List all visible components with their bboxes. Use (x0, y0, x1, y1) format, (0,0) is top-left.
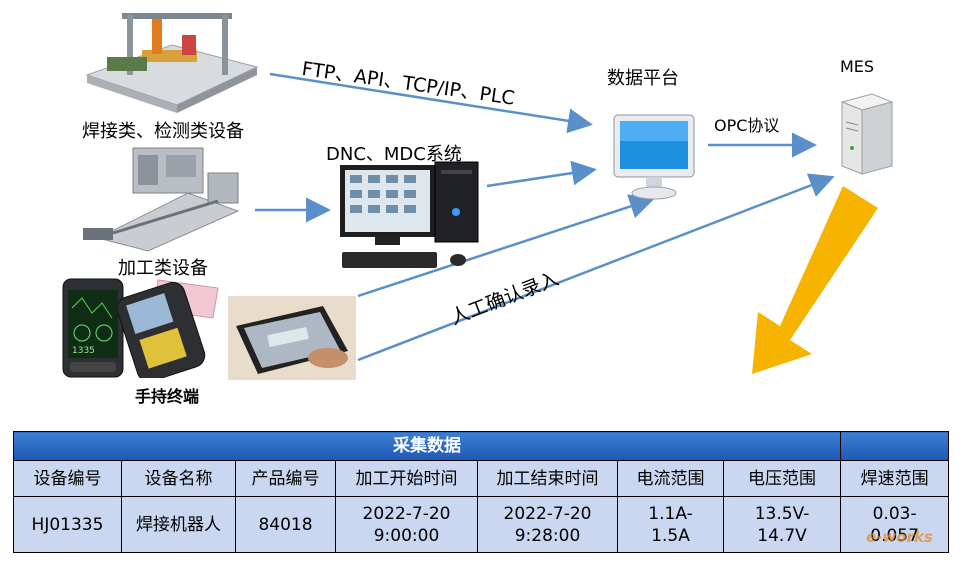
table-header-row: 设备编号 设备名称 产品编号 加工开始时间 加工结束时间 电流范围 电压范围 焊… (13, 460, 950, 498)
cell-device-name: 焊接机器人 (121, 496, 236, 553)
phone-time-text: 1335 (72, 346, 95, 356)
header-device-id: 设备编号 (13, 460, 122, 498)
data-platform-label: 数据平台 (607, 68, 679, 89)
mes-server-image (840, 93, 894, 175)
arrow-dnc-to-platform (486, 160, 597, 188)
cell-end-time: 2022-7-20 9:28:00 (477, 496, 618, 553)
header-start-time: 加工开始时间 (335, 460, 478, 498)
dnc-computer-image (340, 161, 479, 268)
watermark-logo: e-works (866, 528, 933, 546)
welding-devices-label: 焊接类、检测类设备 (82, 121, 244, 142)
opc-label: OPC协议 (714, 116, 780, 135)
header-weld-speed-range: 焊速范围 (840, 460, 950, 498)
header-end-time: 加工结束时间 (477, 460, 618, 498)
arrow-tablet-to-platform (357, 194, 655, 298)
handheld-label: 手持终端 (135, 387, 200, 406)
arrow-tablet-to-mes (357, 173, 835, 362)
cell-voltage-range: 13.5V- 14.7V (722, 496, 842, 553)
machining-devices-label: 加工类设备 (118, 258, 208, 279)
cell-product-id: 84018 (235, 496, 336, 553)
cell-weld-speed-range: 0.03- 0.057 (840, 496, 950, 553)
table-row: HJ01335 焊接机器人 84018 2022-7-20 9:00:00 20… (13, 496, 950, 553)
yellow-down-arrow (752, 186, 878, 374)
header-current-range: 电流范围 (617, 460, 724, 498)
cell-current-range: 1.1A- 1.5A (617, 496, 724, 553)
smartphone-image (62, 278, 124, 378)
barcode-scanner-image (118, 279, 219, 378)
data-platform-monitor-image (613, 114, 695, 200)
welding-cell-image (85, 13, 259, 113)
dnc-mdc-label: DNC、MDC系统 (326, 144, 462, 165)
arrow-welding-to-platform (269, 72, 593, 134)
machining-line-image (83, 147, 240, 252)
table-title: 采集数据 (12, 430, 842, 462)
cell-start-time: 2022-7-20 9:00:00 (335, 496, 478, 553)
cell-device-id: HJ01335 (13, 496, 122, 553)
mes-label: MES (840, 57, 875, 76)
table-title-blank (840, 430, 950, 462)
header-product-id: 产品编号 (235, 460, 336, 498)
header-voltage-range: 电压范围 (722, 460, 842, 498)
tablet-image (228, 296, 356, 380)
header-device-name: 设备名称 (121, 460, 236, 498)
collected-data-table: 采集数据 设备编号 设备名称 产品编号 加工开始时间 加工结束时间 电流范围 电… (12, 430, 950, 553)
